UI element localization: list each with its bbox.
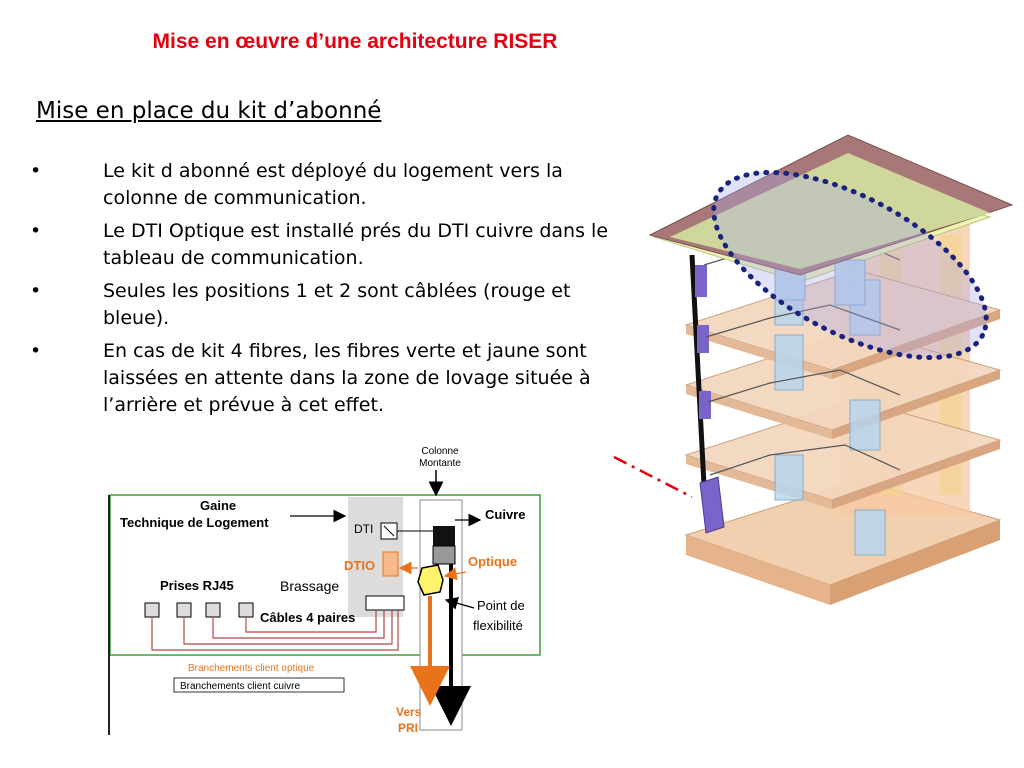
bullet-item: • Seules les positions 1 et 2 sont câblée… — [30, 278, 615, 332]
cable-pair — [183, 610, 393, 645]
floor-slab-edge — [832, 310, 1000, 379]
top-floor-highlight — [711, 169, 989, 361]
bullet-marker: • — [30, 160, 42, 182]
floor-slab-edge — [686, 385, 832, 439]
cable-pair — [245, 610, 377, 633]
legend-cuivre: Branchements client cuivre — [180, 681, 300, 692]
bullet-item: • Le kit d abonné est déployé du logement… — [30, 158, 615, 212]
riser-block-gray — [432, 545, 456, 565]
colonne-label-2: Montante — [419, 458, 461, 469]
bullet-text: Le kit d abonné est déployé du logement … — [103, 160, 563, 209]
flex-label-2: flexibilité — [473, 618, 523, 633]
floor-box — [697, 325, 709, 353]
prise-rj45 — [176, 602, 192, 618]
colonne-label-1: Colonne — [421, 446, 459, 457]
prise-rj45 — [205, 602, 221, 618]
floor-wiring — [705, 304, 901, 338]
bullet-text: En cas de kit 4 fibres, les fibres verte… — [103, 340, 591, 416]
riser-block-black — [433, 526, 455, 546]
partition-wall — [854, 509, 886, 556]
building-base-side — [686, 535, 830, 605]
prise-rj45 — [238, 602, 254, 618]
floor-box — [699, 391, 711, 419]
slide-title: Mise en œuvre d’une architecture RISER — [152, 30, 558, 53]
vers-pri-2: PRI — [398, 721, 418, 735]
partition-wall — [849, 399, 881, 451]
brassage-panel — [365, 595, 405, 611]
floor-box-large — [699, 476, 725, 534]
legend-cuivre-box — [173, 677, 345, 693]
flexibility-point — [417, 564, 444, 596]
floor-wiring — [707, 369, 901, 403]
bullet-item: • Le DTI Optique est installé prés du DTI… — [30, 218, 615, 272]
legend-optique: Branchements client optique — [188, 663, 315, 674]
pointer-dashed-line — [613, 455, 693, 499]
bullet-text: Seules les positions 1 et 2 sont câblées… — [103, 280, 571, 329]
dtio-label: DTIO — [344, 558, 375, 573]
building-riser-illustration — [613, 134, 1014, 605]
floor-slab-edge — [832, 440, 1000, 509]
gaine-label-2: Technique de Logement — [120, 515, 269, 530]
building-base-front — [830, 520, 1000, 605]
bullet-text: Le DTI Optique est installé prés du DTI … — [103, 220, 609, 269]
dtio-box — [382, 551, 399, 577]
cuivre-label: Cuivre — [485, 507, 525, 522]
bullet-item: • En cas de kit 4 fibres, les fibres vert… — [30, 338, 615, 419]
optique-arrow — [443, 567, 467, 581]
cable-pair — [212, 610, 385, 639]
prise-rj45 — [144, 602, 160, 618]
cable-pair — [151, 610, 399, 651]
vers-pri-1: Vers — [396, 705, 422, 719]
flex-label-1: Point de — [477, 598, 525, 613]
dti-cross — [383, 525, 395, 537]
cables-label: Câbles 4 paires — [260, 610, 355, 625]
bullet-marker: • — [30, 280, 42, 302]
partition-wall — [774, 454, 804, 501]
roof-inner — [670, 153, 990, 269]
dti-label: DTI — [354, 522, 373, 536]
slide-subtitle: Mise en place du kit d’abonné — [36, 98, 382, 124]
riser-column-line — [689, 254, 707, 486]
floor-wiring — [709, 444, 901, 476]
floor-box — [695, 265, 707, 297]
kit-wiring-diagram: Colonne Montante Gaine Technique de Loge… — [108, 446, 541, 735]
top-floor-wall — [834, 259, 866, 306]
brassage-label: Brassage — [280, 578, 339, 594]
optique-label: Optique — [468, 554, 517, 569]
bullet-list: • Le kit d abonné est déployé du logement… — [30, 158, 615, 425]
prises-label: Prises RJ45 — [160, 578, 234, 593]
bullet-marker: • — [30, 340, 42, 362]
flex-arrow — [444, 596, 475, 610]
gaine-label-1: Gaine — [200, 498, 236, 513]
bullet-marker: • — [30, 220, 42, 242]
